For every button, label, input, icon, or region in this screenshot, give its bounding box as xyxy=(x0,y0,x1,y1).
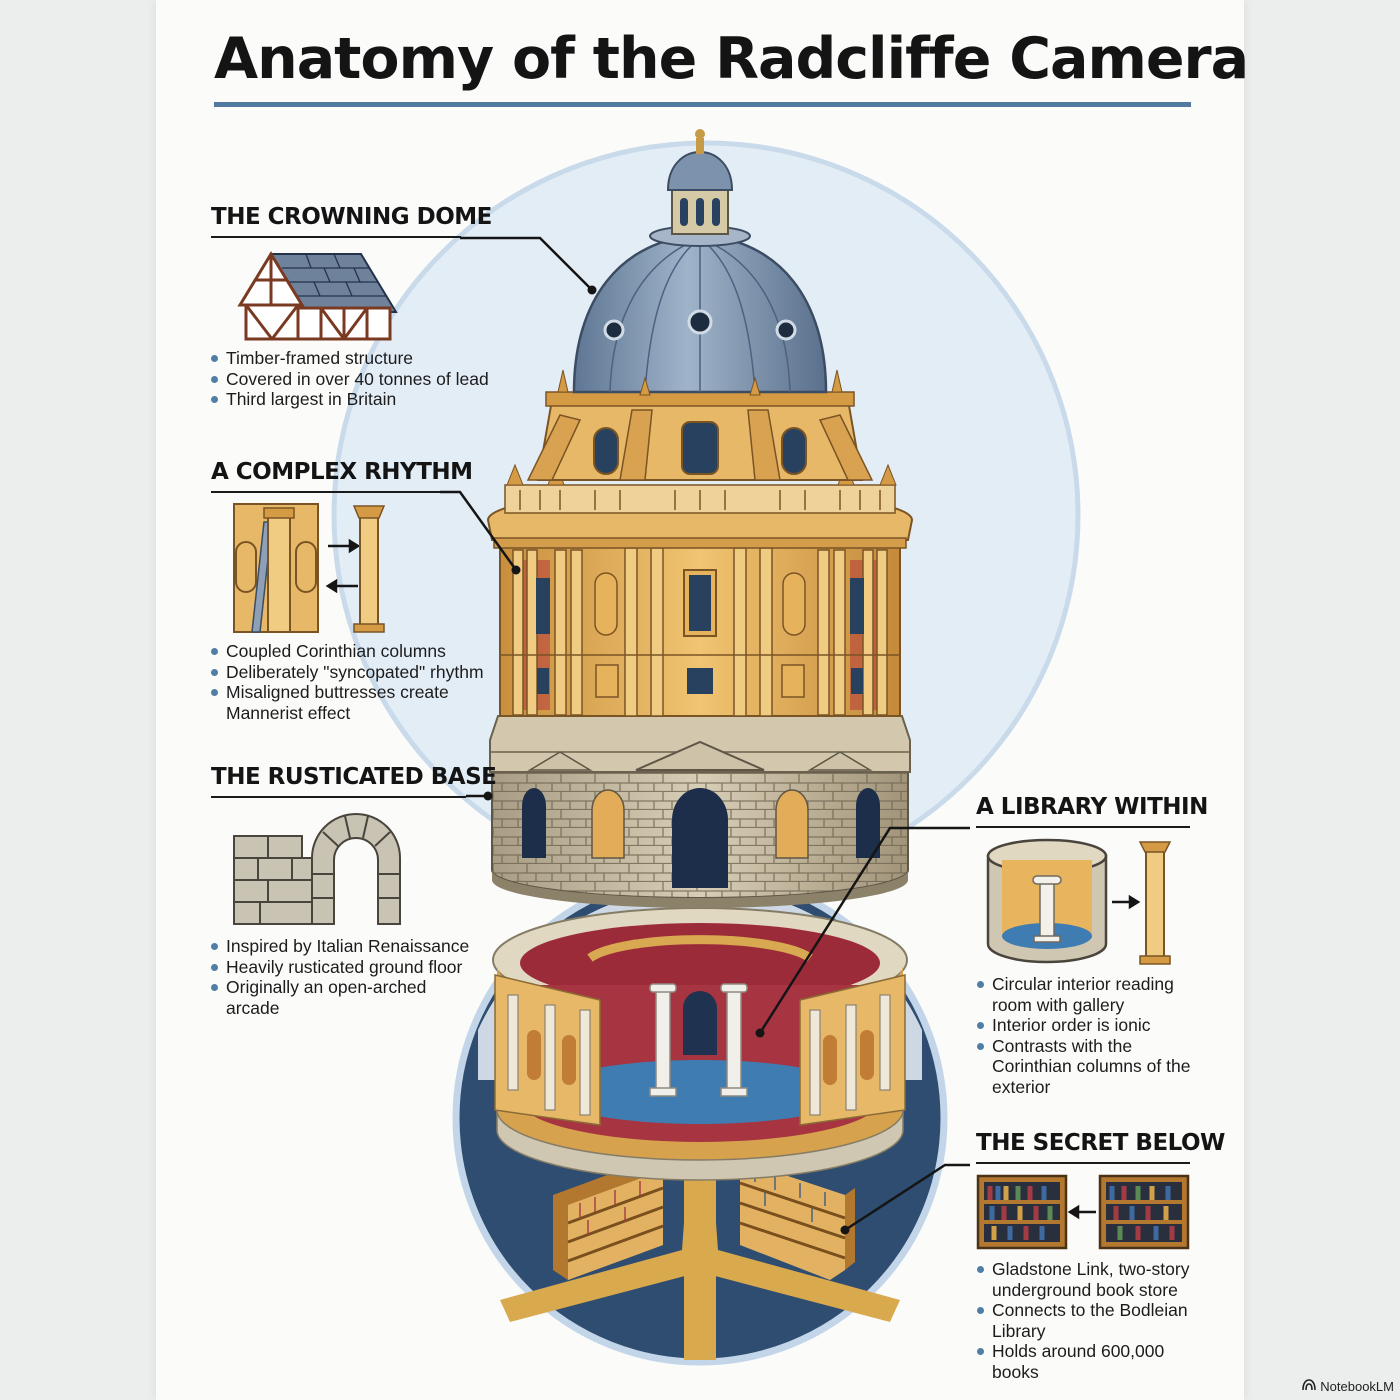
section-heading: THE RUSTICATED BASE xyxy=(211,764,497,798)
leader-lines xyxy=(440,236,970,1232)
list-item: Inspired by Italian Renaissance xyxy=(211,936,481,957)
drum-windows xyxy=(536,569,864,698)
attic-buttresses xyxy=(526,391,874,481)
cutaway-reading-room xyxy=(492,907,908,1181)
list-item: Holds around 600,000 books xyxy=(977,1341,1172,1382)
lantern xyxy=(666,129,734,235)
section-library-within: A LIBRARY WITHIN xyxy=(976,794,1208,828)
section-rusticated-base: THE RUSTICATED BASE xyxy=(211,764,511,798)
section-heading: A COMPLEX RHYTHM xyxy=(211,459,473,493)
list-item: Misaligned buttresses create Mannerist e… xyxy=(211,682,466,723)
bookshelves-icon xyxy=(976,1174,1190,1250)
secret-bullets: Gladstone Link, two-story underground bo… xyxy=(977,1259,1191,1382)
list-item: Connects to the Bodleian Library xyxy=(977,1300,1191,1341)
list-item: Gladstone Link, two-story underground bo… xyxy=(977,1259,1191,1300)
list-item: Originally an open-arched arcade xyxy=(211,977,431,1018)
list-item: Contrasts with the Corinthian columns of… xyxy=(977,1036,1191,1098)
watermark-text: NotebookLM xyxy=(1320,1379,1394,1394)
list-item: Covered in over 40 tonnes of lead xyxy=(211,369,511,390)
balustrade xyxy=(504,460,897,514)
list-item: Deliberately "syncopated" rhythm xyxy=(211,662,501,683)
section-heading: A LIBRARY WITHIN xyxy=(976,794,1208,828)
rhythm-bullets: Coupled Corinthian columns Deliberately … xyxy=(211,641,501,723)
bookshelf-right xyxy=(1098,1174,1190,1250)
dome-bullets: Timber-framed structure Covered in over … xyxy=(211,348,511,410)
list-item: Timber-framed structure xyxy=(211,348,511,369)
list-item: Interior order is ionic xyxy=(977,1015,1191,1036)
list-item: Heavily rusticated ground floor xyxy=(211,957,481,978)
list-item: Circular interior reading room with gall… xyxy=(977,974,1191,1015)
section-heading: THE SECRET BELOW xyxy=(976,1130,1225,1164)
page-title: Anatomy of the Radcliffe Camera xyxy=(214,26,1249,92)
underground-bookcase-right xyxy=(739,1160,855,1280)
list-item: Coupled Corinthian columns xyxy=(211,641,501,662)
title-underline xyxy=(214,102,1191,107)
underground-bookcase-left xyxy=(553,1160,664,1280)
reading-room-icon xyxy=(986,838,1172,965)
section-secret-below: THE SECRET BELOW xyxy=(976,1130,1225,1164)
timber-roof-icon xyxy=(237,251,398,341)
column-drum xyxy=(486,489,914,717)
list-item: Third largest in Britain xyxy=(211,389,511,410)
section-crowning-dome: THE CROWNING DOME xyxy=(211,204,511,238)
section-complex-rhythm: A COMPLEX RHYTHM xyxy=(211,459,511,493)
rusticated-arch-icon xyxy=(233,813,401,925)
base-bullets: Inspired by Italian Renaissance Heavily … xyxy=(211,936,481,1018)
notebooklm-logo-icon xyxy=(1302,1379,1317,1394)
bookshelf-left xyxy=(976,1174,1068,1250)
section-heading: THE CROWNING DOME xyxy=(211,204,492,238)
watermark: NotebookLM xyxy=(1302,1379,1394,1394)
column-rhythm-icon xyxy=(233,503,386,633)
rusticated-base xyxy=(489,715,911,908)
library-bullets: Circular interior reading room with gall… xyxy=(977,974,1191,1097)
